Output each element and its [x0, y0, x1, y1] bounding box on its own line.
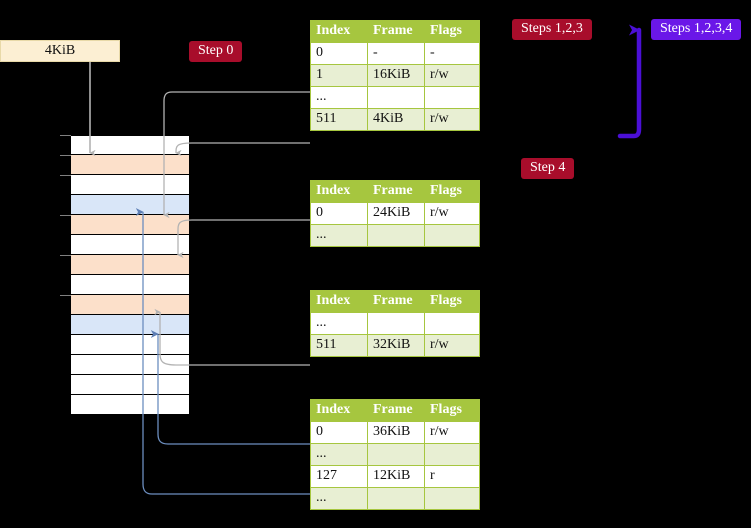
memory-tick-mark — [60, 135, 71, 136]
memory-cell — [70, 295, 190, 315]
badge-step-0: Step 0 — [189, 41, 243, 63]
table-cell: r/w — [424, 64, 480, 87]
memory-cell — [70, 255, 190, 275]
memory-tick-mark — [60, 255, 71, 256]
column-header-frame: Frame — [367, 20, 425, 43]
column-header-frame: Frame — [367, 399, 425, 422]
badge-steps-1-2-3-4: Steps 1,2,3,4 — [651, 19, 742, 41]
memory-cell — [70, 275, 190, 295]
column-header-frame: Frame — [367, 180, 425, 203]
column-header-flags: Flags — [424, 290, 480, 313]
memory-tick-mark — [60, 295, 71, 296]
table-row: ... — [310, 443, 480, 466]
table-cell: 511 — [310, 108, 368, 131]
table-cell: 16KiB — [367, 64, 425, 87]
table-cell: 4KiB — [367, 108, 425, 131]
memory-tick-mark — [60, 175, 71, 176]
column-header-index: Index — [310, 20, 368, 43]
badge-step-4: Step 4 — [521, 158, 575, 180]
table-cell: 511 — [310, 334, 368, 357]
table-cell — [367, 443, 425, 466]
table-cell: ... — [310, 487, 368, 510]
table-cell: - — [424, 42, 480, 65]
table-cell: r — [424, 465, 480, 488]
table-cell: 24KiB — [367, 202, 425, 225]
table-cell: r/w — [424, 202, 480, 225]
connector-table1-to-memory — [177, 219, 310, 259]
memory-cell — [70, 215, 190, 235]
table-cell: r/w — [424, 334, 480, 357]
table-cell: r/w — [424, 108, 480, 131]
table-cell: 12KiB — [367, 465, 425, 488]
connector-table0-to-memory — [175, 142, 310, 157]
table-row: 0-- — [310, 42, 480, 65]
column-header-index: Index — [310, 399, 368, 422]
memory-cell — [70, 355, 190, 375]
memory-cell — [70, 175, 190, 195]
table-cell: ... — [310, 86, 368, 109]
table-cell: r/w — [424, 421, 480, 444]
memory-cell — [70, 375, 190, 395]
table-cell: 0 — [310, 42, 368, 65]
table-cell — [424, 443, 480, 466]
table-cell: 32KiB — [367, 334, 425, 357]
column-header-frame: Frame — [367, 290, 425, 313]
memory-cell — [70, 335, 190, 355]
table-cell: 1 — [310, 64, 368, 87]
table-cell: - — [367, 42, 425, 65]
table-cell: ... — [310, 312, 368, 335]
badge-steps-1-2-3: Steps 1,2,3 — [512, 19, 592, 41]
frame-size-box: 4KiB — [0, 40, 120, 62]
table-cell — [424, 487, 480, 510]
memory-cell — [70, 135, 190, 155]
table-cell — [424, 224, 480, 247]
table-cell — [424, 86, 480, 109]
steps-bracket-arrow — [617, 24, 642, 139]
column-header-flags: Flags — [424, 399, 480, 422]
table-row: ... — [310, 224, 480, 247]
table-cell — [424, 312, 480, 335]
frame-size-label: 4KiB — [44, 43, 76, 58]
column-header-index: Index — [310, 180, 368, 203]
table-cell: ... — [310, 224, 368, 247]
memory-cell — [70, 195, 190, 215]
table-cell — [367, 86, 425, 109]
memory-cell — [70, 155, 190, 175]
memory-cell — [70, 315, 190, 335]
table-cell: 0 — [310, 202, 368, 225]
column-header-flags: Flags — [424, 180, 480, 203]
memory-cell — [70, 235, 190, 255]
table-row: ... — [310, 312, 480, 335]
table-cell: 36KiB — [367, 421, 425, 444]
table-cell — [367, 312, 425, 335]
table-cell: 0 — [310, 421, 368, 444]
memory-tick-mark — [60, 155, 71, 156]
table-row: ... — [310, 487, 480, 510]
table-cell: ... — [310, 443, 368, 466]
physical-memory-column — [60, 135, 190, 415]
table-row: ... — [310, 86, 480, 109]
memory-cell — [70, 395, 190, 415]
table-cell — [367, 487, 425, 510]
table-cell — [367, 224, 425, 247]
memory-tick-mark — [60, 215, 71, 216]
column-header-flags: Flags — [424, 20, 480, 43]
column-header-index: Index — [310, 290, 368, 313]
table-cell: 127 — [310, 465, 368, 488]
